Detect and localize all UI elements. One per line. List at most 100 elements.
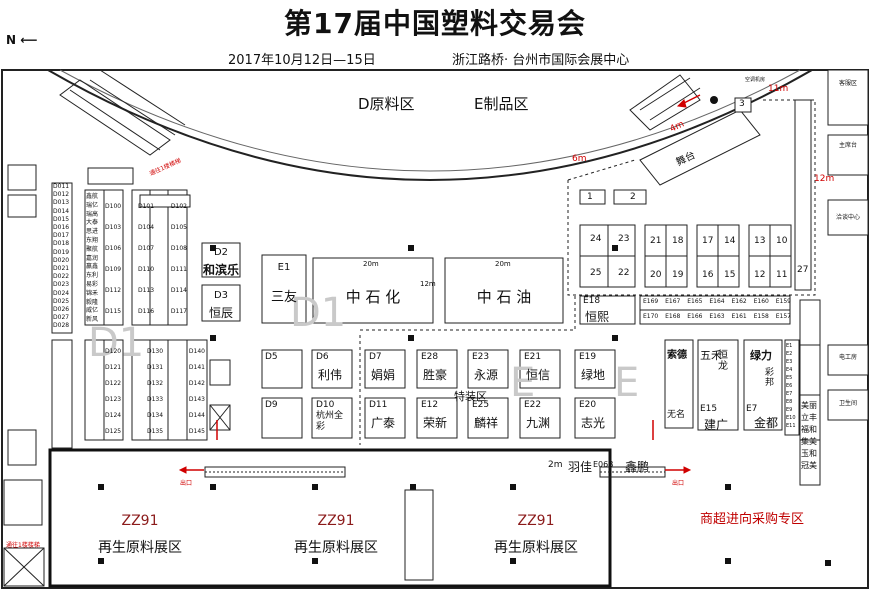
booth-e18-name: 恒熙 — [585, 310, 610, 324]
booth-e168: E168 — [665, 313, 681, 320]
booth-d133: D133 — [146, 396, 164, 403]
booth-d021: D021 — [53, 265, 70, 273]
booth-fuhe: 福和 — [801, 425, 817, 434]
booth-e-r8: E8 — [786, 399, 793, 405]
booth-sinopec-name: 中 石 化 — [345, 288, 401, 306]
booth-weiyi: 威亿 — [86, 307, 99, 315]
center-booths — [261, 349, 616, 439]
booth-e22-code: E22 — [524, 400, 542, 410]
columns — [98, 245, 831, 566]
zz91-code-1: ZZ91 — [121, 513, 159, 529]
booth-wuming: 无名 — [667, 410, 686, 420]
booth-e15-code: E15 — [700, 404, 718, 414]
watermark-d1-center: D1 — [290, 290, 347, 336]
booth-e19-code: E19 — [579, 352, 597, 362]
booth-d10-name: 杭州全彩 — [316, 411, 344, 432]
zone-boundary-e-right — [567, 99, 816, 296]
booth-d2-name: 和滨乐 — [202, 263, 239, 277]
left-wall-stairs — [3, 164, 45, 587]
booth-e21-code: E21 — [524, 352, 542, 362]
booth-d101: D101 — [137, 203, 155, 210]
booth-yujia: 羽佳 — [568, 460, 593, 474]
booth-e-r9: E9 — [786, 407, 793, 413]
booth-d140: D140 — [188, 348, 205, 355]
booth-18: 18 — [672, 236, 684, 246]
booth-d014: D014 — [53, 207, 70, 215]
booth-d142: D142 — [188, 380, 205, 387]
booth-e-r10: E10 — [786, 415, 796, 421]
booth-d105: D105 — [170, 224, 187, 231]
north-arrow: N ⟵ — [6, 33, 38, 47]
booth-e-r2: E2 — [786, 351, 793, 357]
booth-d012: D012 — [53, 191, 70, 199]
booth-e068: E068 — [593, 460, 614, 469]
event-venue: 浙江路桥· 台州市国际会展中心 — [452, 53, 630, 68]
e-small-booths — [579, 99, 812, 436]
booth-d113: D113 — [137, 287, 155, 294]
booth-d121: D121 — [105, 364, 122, 371]
room-negotiation: 洽谈中心 — [835, 214, 860, 221]
room-electric: 电工房 — [838, 354, 857, 361]
booth-d134: D134 — [146, 412, 164, 419]
north-label: N — [6, 33, 17, 47]
booth-e25-name: 麟祥 — [474, 416, 499, 430]
booth-e25-code: E25 — [472, 400, 490, 410]
booth-d018: D018 — [53, 240, 70, 248]
booth-d6-code: D6 — [316, 352, 329, 362]
watermark-e-center: E — [510, 360, 536, 406]
booth-d11-name: 广泰 — [371, 416, 396, 430]
booth-xinfeng: 新风 — [86, 316, 99, 324]
booth-d011: D011 — [53, 183, 70, 190]
booth-e-r11: E11 — [786, 423, 796, 429]
booth-d9-code: D9 — [265, 400, 278, 410]
booth-d019: D019 — [53, 248, 70, 256]
booth-d020: D020 — [53, 256, 70, 264]
booth-e1-code: E1 — [277, 262, 291, 273]
booth-e22-name: 九渊 — [526, 416, 551, 430]
curved-wall-inner — [59, 69, 801, 172]
measure-6m: 6m — [572, 154, 587, 164]
booth-25: 25 — [590, 268, 602, 278]
booth-lifeng: 立丰 — [801, 413, 817, 422]
booth-e7-code: E7 — [746, 404, 758, 414]
zz91-name-1: 再生原料展区 — [98, 540, 182, 556]
booth-e157: E157 — [775, 313, 791, 320]
booth-d117: D117 — [170, 308, 187, 315]
booth-d135: D135 — [146, 428, 164, 435]
right-name-list: 美丽 立丰 福和 集美 玉和 冠美 — [801, 400, 821, 472]
booth-e-r1: E1 — [786, 343, 793, 349]
booth-wuhe: 五禾 — [700, 349, 722, 362]
zone-d-label: D原料区 — [358, 95, 415, 113]
booth-e-r3: E3 — [786, 359, 793, 365]
watermark-e-right: E — [614, 360, 640, 406]
booth-dongli: 东利 — [86, 272, 99, 280]
booth-suode: 索德 — [667, 350, 687, 361]
booth-d123: D123 — [105, 396, 122, 403]
booth-d122: D122 — [105, 380, 122, 387]
zz91-name-3: 再生原料展区 — [494, 540, 578, 556]
booth-yilong: 毅隆 — [86, 298, 99, 306]
location-marker — [710, 96, 718, 104]
booth-lvli: 绿力 — [750, 349, 772, 362]
booth-e12-name: 荣新 — [423, 416, 448, 430]
booth-sijin: 思进 — [86, 228, 99, 236]
booth-d110: D110 — [137, 266, 155, 273]
booth-d114: D114 — [170, 287, 187, 294]
booth-17: 17 — [702, 236, 714, 246]
booth-d115: D115 — [105, 308, 122, 315]
room-reception: 客服区 — [838, 80, 857, 87]
booth-d100: D100 — [105, 203, 122, 210]
booth-14: 14 — [724, 236, 736, 246]
booth-e18-code: E18 — [583, 296, 601, 306]
booth-e162: E162 — [731, 298, 747, 305]
booth-d108: D108 — [170, 245, 187, 252]
booth-ruiyi: 瑞亿 — [86, 201, 99, 209]
booth-2: 2 — [630, 192, 636, 202]
booth-d2 — [201, 242, 241, 278]
